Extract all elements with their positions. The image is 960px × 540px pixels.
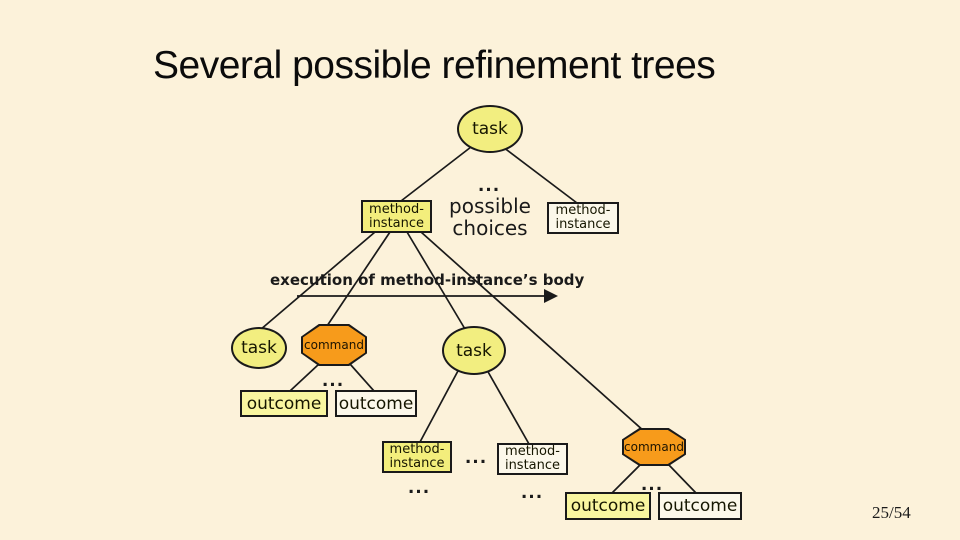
task-node-root: task (457, 105, 523, 153)
ellipsis-possible-choices: ... (477, 176, 501, 196)
method-instance-label: method- instance (555, 203, 611, 232)
execution-arrow-head (544, 289, 558, 303)
outcome-label: outcome (662, 496, 738, 516)
method-instance-node-bottom-right: method- instance (497, 443, 568, 475)
edge-mi-to-task-left (259, 231, 376, 331)
outcome-label: outcome (338, 393, 414, 414)
ellipsis-between-method-instances: ... (464, 448, 488, 468)
edge-task-middle-to-mi-2 (486, 369, 530, 445)
method-instance-node-top-right: method- instance (547, 202, 619, 234)
ellipsis-command-right: ... (640, 475, 664, 495)
outcome-node-right-yellow: outcome (565, 492, 651, 520)
possible-choices-label: possible choices (449, 194, 531, 240)
outcome-label: outcome (570, 496, 646, 516)
outcome-label: outcome (246, 393, 322, 414)
edge-mi-to-command-left (326, 231, 391, 327)
task-node-left: task (231, 327, 287, 369)
command-node-right: command (622, 428, 686, 466)
ellipsis-command-left: ... (321, 371, 345, 391)
task-node-middle: task (442, 326, 506, 375)
edge-command-left-to-outcome-1 (289, 363, 320, 392)
outcome-node-left-plain: outcome (335, 390, 417, 417)
command-octagon-fill: command (624, 430, 684, 464)
edge-task-middle-to-mi-1 (419, 368, 460, 443)
method-instance-label: method- instance (389, 442, 445, 471)
task-root-label: task (472, 119, 508, 139)
edge-command-right-to-outcome-2 (667, 463, 697, 494)
edge-command-left-to-outcome-2 (349, 363, 375, 392)
command-right-label: command (624, 440, 684, 454)
edge-root-to-mi-left (400, 146, 472, 202)
edge-mi-to-task-middle (406, 231, 466, 330)
edge-root-to-mi-right (502, 146, 578, 204)
slide-title: Several possible refinement trees (153, 44, 716, 87)
method-instance-label: method- instance (368, 201, 425, 231)
edge-command-right-to-outcome-1 (611, 463, 642, 494)
outcome-node-right-plain: outcome (658, 492, 742, 520)
method-instance-node-top-left: method- instance (361, 200, 432, 233)
command-left-label: command (304, 338, 364, 352)
command-octagon-fill: command (303, 326, 365, 364)
execution-arrow-label: execution of method-instance’s body (270, 271, 585, 289)
outcome-node-left-yellow: outcome (240, 390, 328, 417)
method-instance-node-bottom-left: method- instance (382, 441, 452, 473)
command-node-left: command (301, 324, 367, 366)
page-number: 25/54 (872, 503, 911, 522)
method-instance-label: method- instance (504, 444, 561, 473)
ellipsis-below-mi-left: ... (407, 478, 431, 498)
ellipsis-below-mi-right: ... (520, 483, 544, 503)
task-middle-label: task (456, 340, 492, 361)
task-left-label: task (241, 338, 277, 358)
edge-mi-to-command-right (420, 231, 646, 433)
